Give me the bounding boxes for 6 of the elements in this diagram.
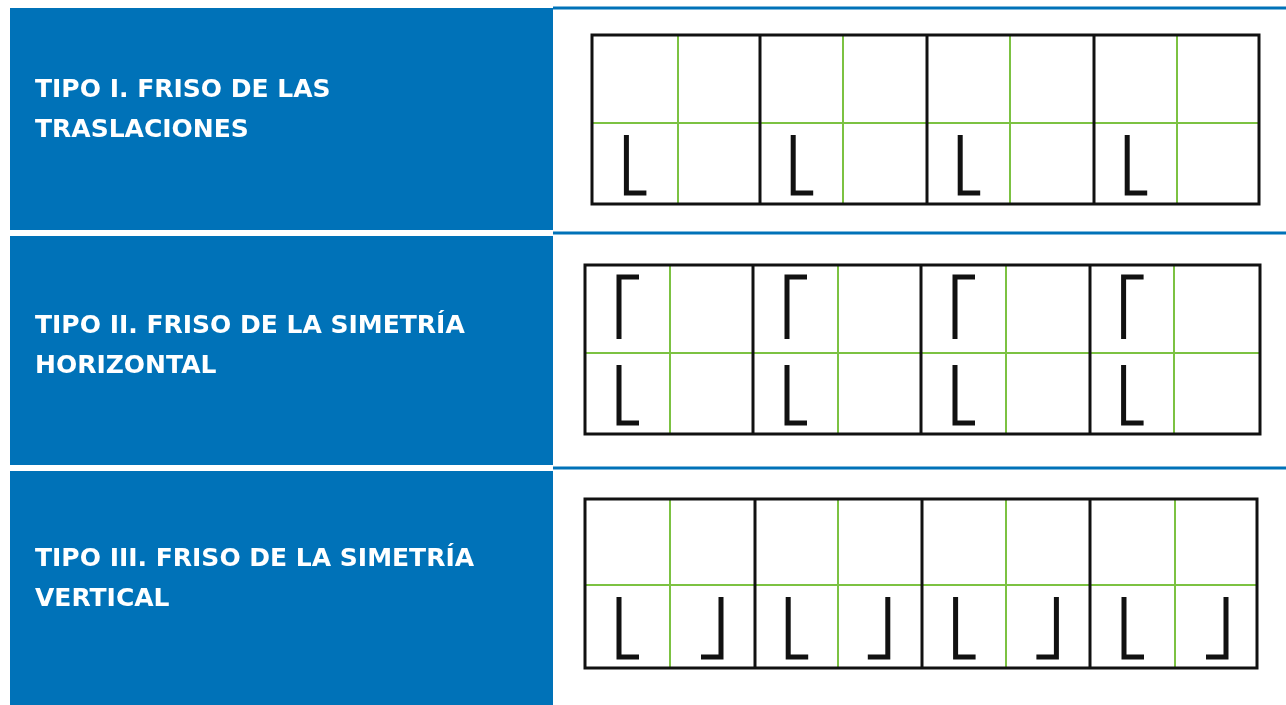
row-title: TIPO III. FRISO DE LA SIMETRÍA VERTICAL [35,542,476,614]
title-band [10,236,553,465]
row-title: TIPO II. FRISO DE LA SIMETRÍA HORIZONTAL [35,308,466,381]
title-band [10,8,553,230]
row-title: TIPO I. FRISO DE LAS TRASLACIONES [35,73,332,145]
title-band [10,471,553,705]
